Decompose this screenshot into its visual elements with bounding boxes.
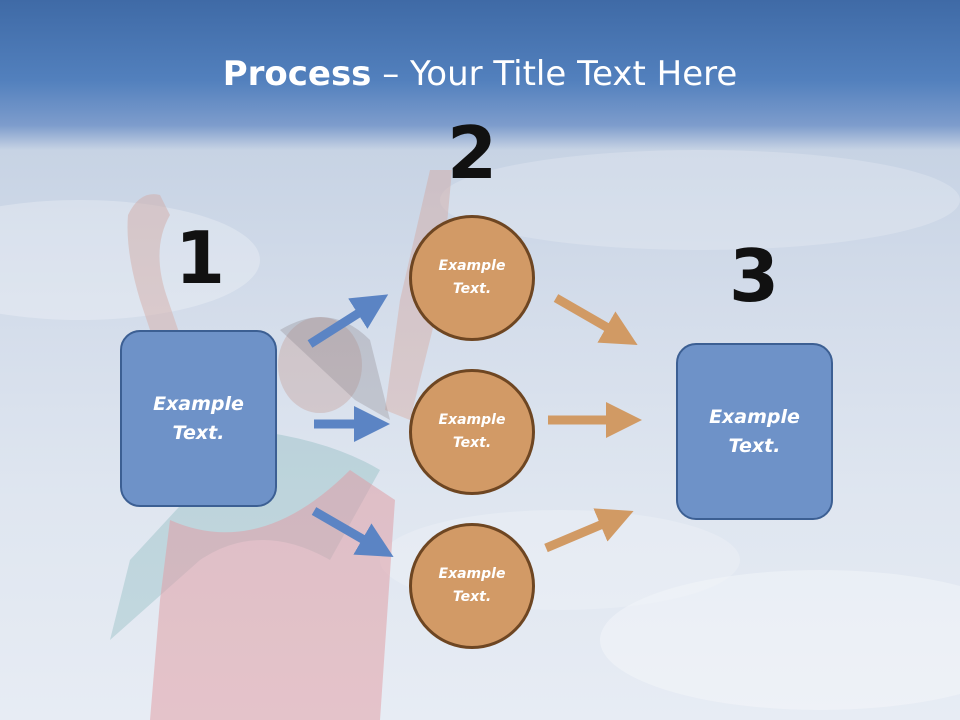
circle-bottom-text: Example Text. — [438, 566, 506, 605]
step-number-1: 1 — [174, 216, 226, 300]
end-box-text: Example Text. — [709, 405, 800, 457]
title-rest: – Your Title Text Here — [371, 54, 738, 94]
circle-middle: Example Text. — [409, 369, 535, 495]
slide-title: Process – Your Title Text Here — [0, 52, 960, 96]
start-box: Example Text. — [120, 330, 277, 507]
arrow-bottom-to-end — [544, 508, 634, 553]
arrow-top-to-end — [553, 294, 638, 345]
circle-bottom: Example Text. — [409, 523, 535, 649]
end-box: Example Text. — [676, 343, 833, 520]
step-number-2: 2 — [446, 111, 498, 195]
start-box-text: Example Text. — [153, 392, 244, 444]
title-bold: Process — [222, 54, 372, 94]
circle-top: Example Text. — [409, 215, 535, 341]
step-number-3: 3 — [728, 234, 780, 318]
circle-middle-text: Example Text. — [438, 412, 506, 451]
circle-top-text: Example Text. — [438, 258, 506, 297]
arrow-to-circle-top — [307, 294, 389, 348]
arrow-to-circle-bottom — [311, 507, 394, 558]
